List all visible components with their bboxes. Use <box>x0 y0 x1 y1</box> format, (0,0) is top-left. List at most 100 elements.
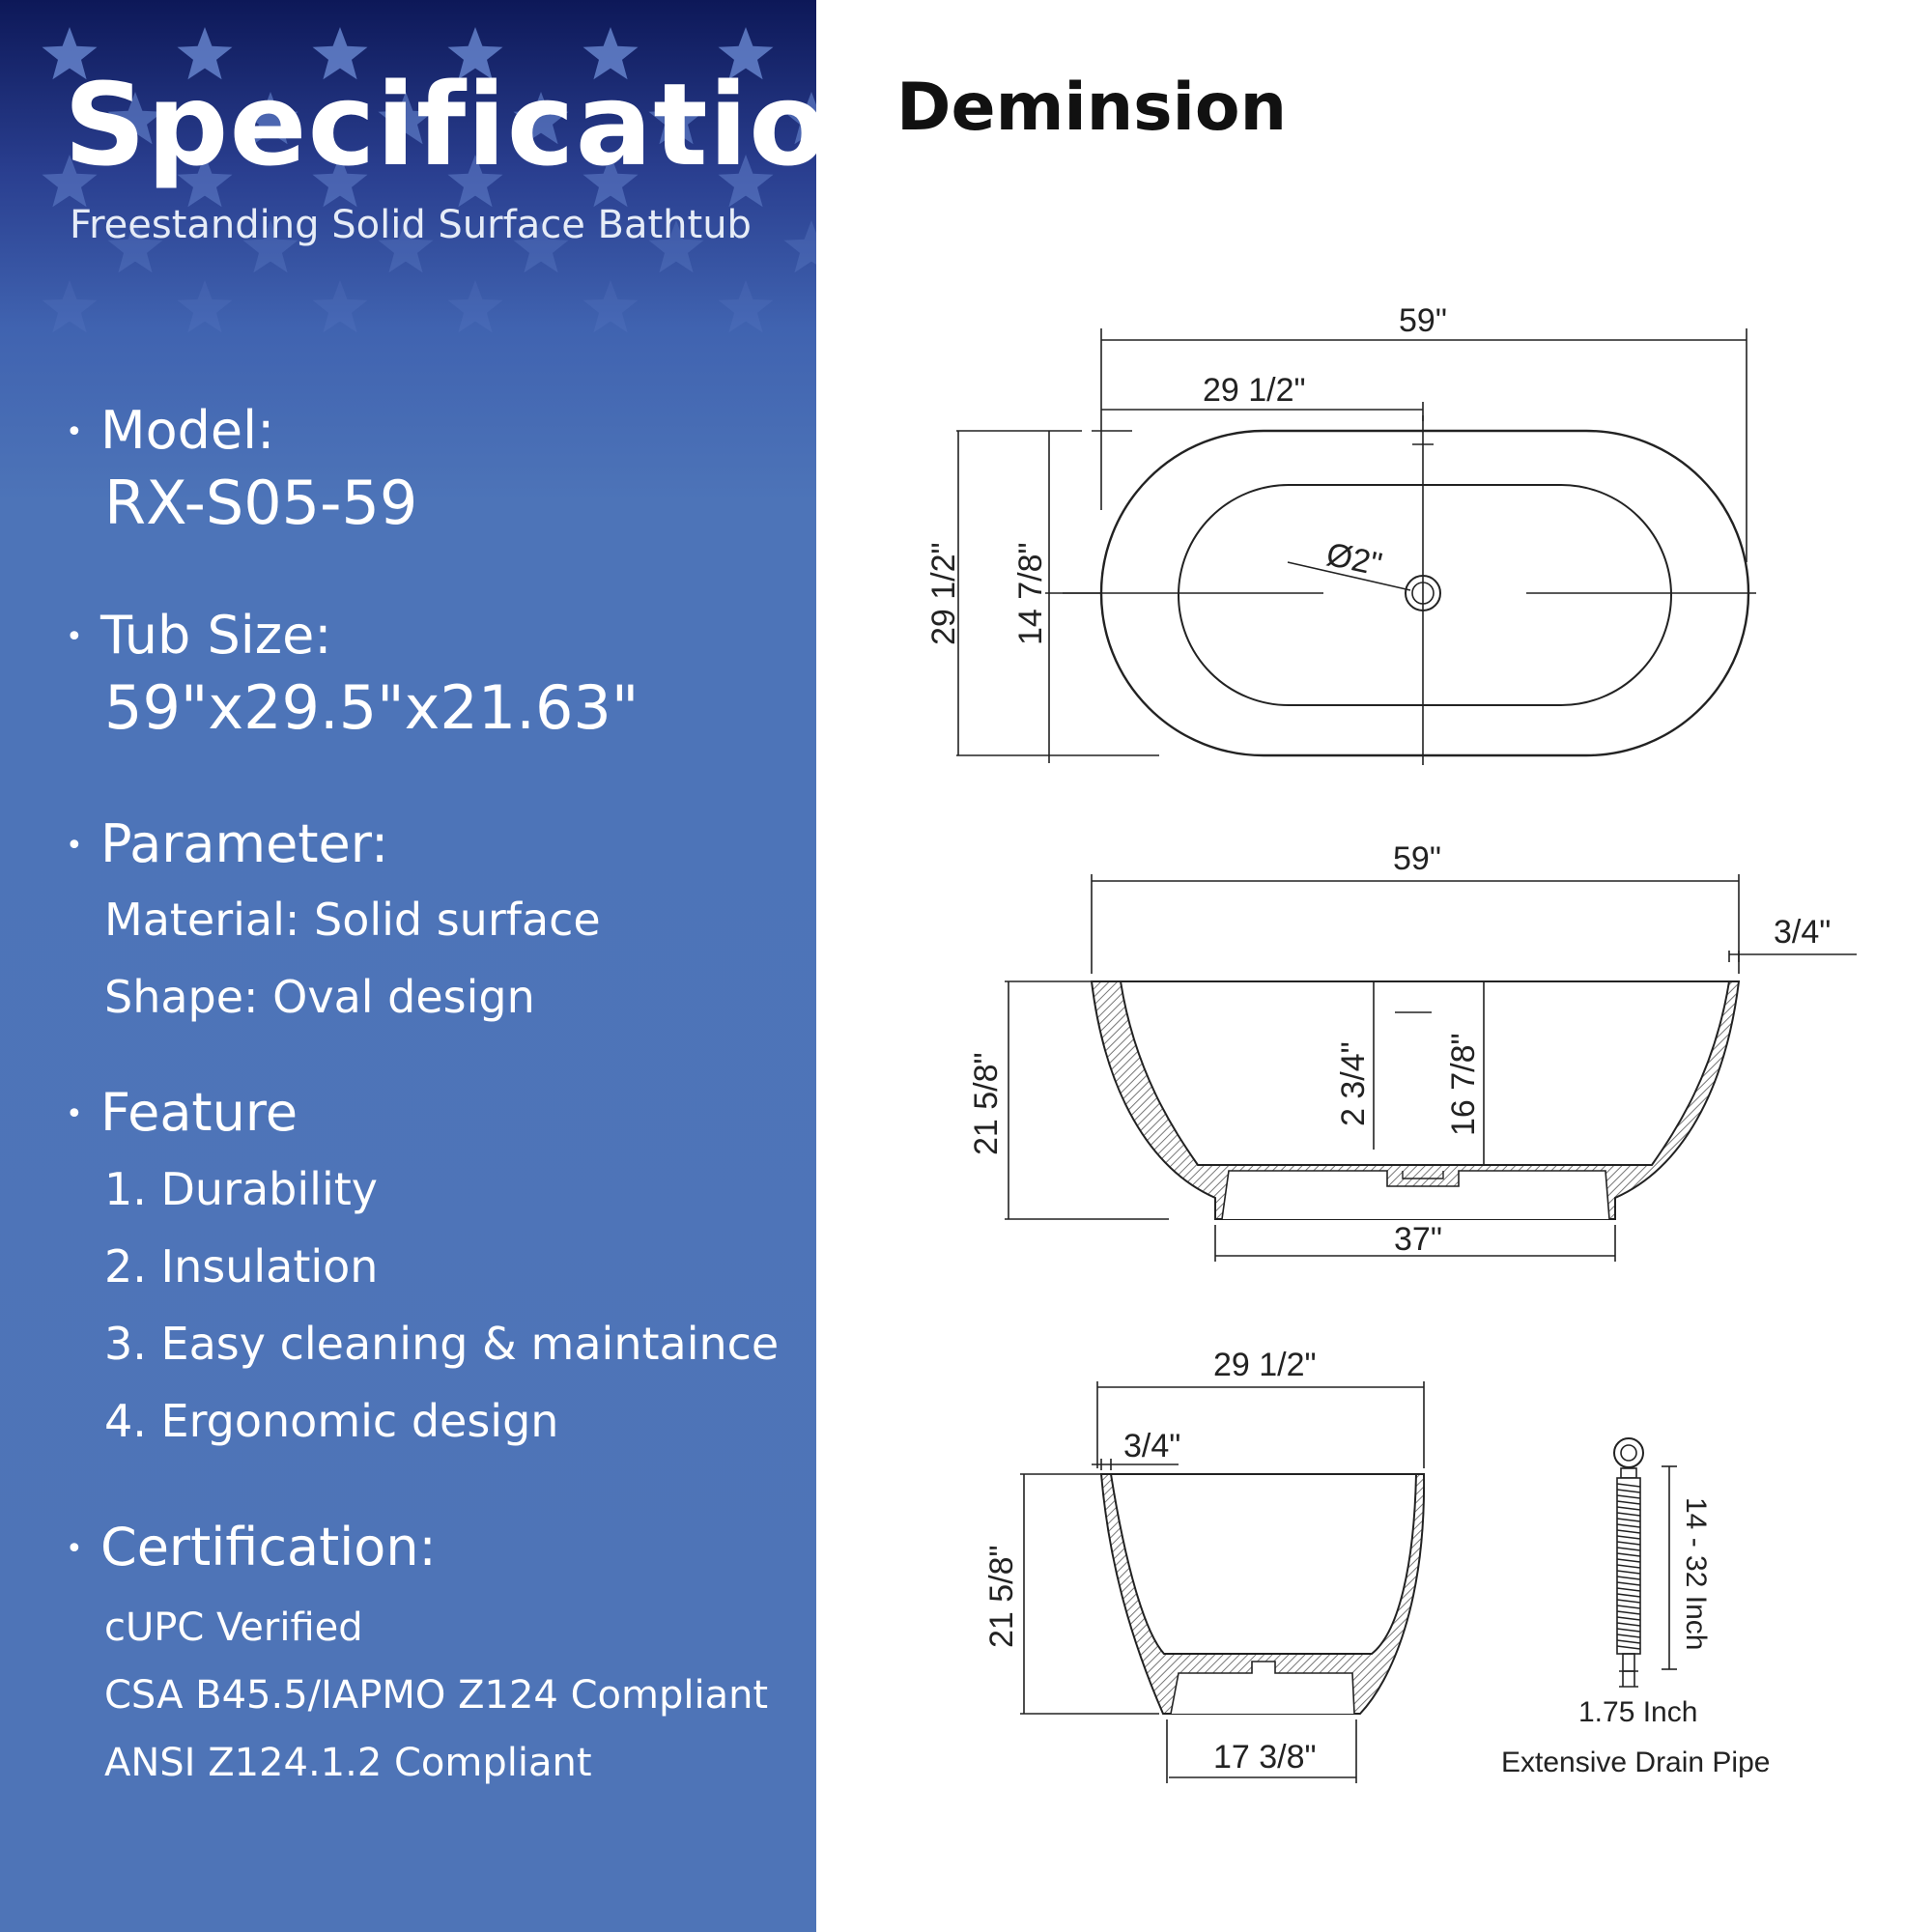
pipe-rib <box>1616 1541 1641 1546</box>
star-icon <box>378 92 434 145</box>
drain-pipe-length-label: 14 - 32 Inch <box>1680 1497 1712 1650</box>
spec-title: Specification <box>64 58 911 191</box>
feature-item: 3. Easy cleaning & maintaince <box>104 1318 780 1370</box>
pipe-rib <box>1616 1523 1641 1528</box>
top-half-length-label: 29 1/2" <box>1203 372 1306 409</box>
side-inner-depth-label: 16 7/8" <box>1445 1033 1482 1136</box>
star-icon <box>513 220 569 273</box>
star-icon <box>783 220 816 273</box>
side-view <box>1005 874 1857 1262</box>
model-value: RX-S05-59 <box>104 468 418 538</box>
star-icon <box>42 280 98 333</box>
pipe-rib <box>1616 1639 1641 1644</box>
dimension-title: Deminsion <box>896 70 1288 146</box>
bullet-icon: • <box>66 1097 83 1131</box>
star-icon <box>312 27 368 80</box>
bullet-icon: • <box>66 829 83 863</box>
drain-pipe-diameter-label: 1.75 Inch <box>1578 1696 1697 1728</box>
star-icon <box>312 280 368 333</box>
bullet-icon: • <box>66 620 83 654</box>
pipe-rib <box>1616 1645 1641 1650</box>
star-icon <box>378 220 434 273</box>
star-icon <box>718 27 774 80</box>
top-length-label: 59" <box>1399 302 1447 339</box>
pipe-rib <box>1616 1512 1641 1517</box>
tub-inner-outline <box>1178 484 1672 706</box>
star-icon <box>648 220 704 273</box>
drain-diameter-label: Ø2" <box>1323 536 1385 583</box>
side-overflow-label: 2 3/4" <box>1335 1041 1372 1126</box>
star-icon <box>648 92 704 145</box>
tub-size-label: Tub Size: <box>100 605 332 666</box>
parameter-material: Material: Solid surface <box>104 894 601 946</box>
star-icon <box>242 92 298 145</box>
star-icon <box>177 155 233 208</box>
side-base-label: 37" <box>1394 1221 1442 1258</box>
side-length-label: 59" <box>1393 840 1441 877</box>
drain-pipe-caption: Extensive Drain Pipe <box>1501 1747 1770 1778</box>
side-height-label: 21 5/8" <box>968 1052 1005 1155</box>
model-label: Model: <box>100 400 275 461</box>
pipe-rib <box>1616 1570 1641 1575</box>
parameter-shape: Shape: Oval design <box>104 971 535 1023</box>
star-icon <box>42 155 98 208</box>
feature-item: 2. Insulation <box>104 1240 379 1293</box>
pipe-rib <box>1616 1483 1641 1488</box>
star-icon <box>718 155 774 208</box>
pipe-rib <box>1616 1581 1641 1586</box>
star-icon <box>107 92 163 145</box>
star-icon <box>107 220 163 273</box>
parameter-label: Parameter: <box>100 813 389 874</box>
pipe-rib <box>1616 1593 1641 1598</box>
certification-label: Certification: <box>100 1517 437 1577</box>
star-icon <box>513 92 569 145</box>
pipe-rib <box>1616 1599 1641 1604</box>
certification-item: cUPC Verified <box>104 1605 363 1650</box>
end-view <box>1020 1381 1426 1783</box>
star-icon <box>447 280 503 333</box>
pipe-rib <box>1616 1506 1641 1511</box>
top-width-label: 29 1/2" <box>925 542 962 645</box>
spec-subtitle: Freestanding Solid Surface Bathtub <box>70 203 752 247</box>
pipe-rib <box>1616 1489 1641 1493</box>
feature-item: 4. Ergonomic design <box>104 1395 559 1447</box>
star-icon <box>582 280 639 333</box>
pipe-rib <box>1616 1547 1641 1551</box>
side-shell <box>1090 980 1741 1220</box>
pipe-rib <box>1616 1552 1641 1557</box>
certification-item: ANSI Z124.1.2 Compliant <box>104 1741 592 1785</box>
pipe-rib <box>1616 1634 1641 1638</box>
pipe-rib <box>1616 1494 1641 1499</box>
top-inner-half-label: 14 7/8" <box>1012 542 1049 645</box>
pipe-rib <box>1616 1610 1641 1615</box>
feature-label: Feature <box>100 1082 298 1143</box>
star-icon <box>312 155 368 208</box>
top-view <box>956 328 1756 765</box>
pipe-rib <box>1616 1558 1641 1563</box>
pipe-rib <box>1616 1628 1641 1633</box>
star-icon <box>783 92 816 145</box>
star-icon <box>582 155 639 208</box>
pipe-rib <box>1616 1564 1641 1569</box>
certification-item: CSA B45.5/IAPMO Z124 Compliant <box>104 1673 769 1718</box>
pipe-rib <box>1616 1529 1641 1534</box>
pipe-rib <box>1616 1605 1641 1609</box>
tub-size-value: 59"x29.5"x21.63" <box>104 672 639 743</box>
drain-pipe-icon <box>1613 1437 1677 1688</box>
pipe-rib <box>1616 1587 1641 1592</box>
pipe-rib <box>1616 1616 1641 1621</box>
end-height-label: 21 5/8" <box>983 1545 1020 1648</box>
bullet-icon: • <box>66 1532 83 1566</box>
feature-item: 1. Durability <box>104 1163 378 1215</box>
spec-panel <box>0 0 816 1932</box>
star-icon <box>582 27 639 80</box>
pipe-rib <box>1616 1518 1641 1522</box>
pipe-rib <box>1616 1576 1641 1580</box>
end-rim-label: 3/4" <box>1123 1428 1180 1464</box>
star-icon <box>447 155 503 208</box>
star-icon <box>242 220 298 273</box>
pipe-rib <box>1616 1500 1641 1505</box>
side-rim-label: 3/4" <box>1774 914 1831 951</box>
star-icon <box>447 27 503 80</box>
